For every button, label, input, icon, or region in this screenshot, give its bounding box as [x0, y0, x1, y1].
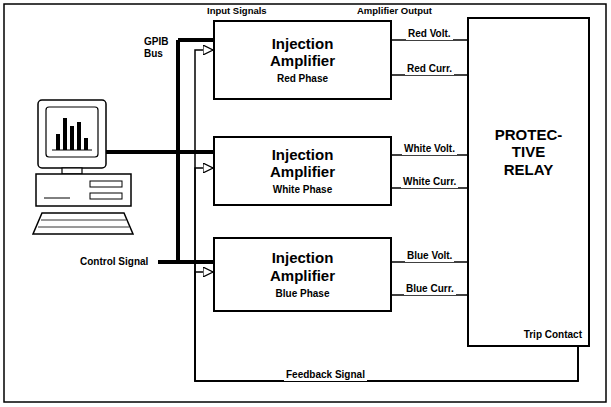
- bus-line: [176, 40, 180, 262]
- phase-label: White Phase: [273, 184, 332, 196]
- key-row: [41, 220, 126, 221]
- bus-line: [158, 260, 213, 264]
- amplifier-box: Injection AmplifierRed Phase: [213, 20, 392, 100]
- outer-frame: [4, 4, 606, 402]
- monitor-stand: [62, 168, 82, 174]
- key-row: [38, 227, 129, 228]
- relay-box: PROTEC- TIVE RELAY Trip Contact: [467, 17, 590, 347]
- chart-bar: [77, 122, 81, 150]
- annotation-label: Control Signal: [78, 256, 150, 268]
- keyboard: [33, 213, 133, 234]
- signal-label: White Curr.: [401, 176, 458, 188]
- amplifier-title: Injection Amplifier: [270, 35, 335, 70]
- amplifier-box: Injection AmplifierWhite Phase: [213, 136, 392, 206]
- chart-bar: [70, 126, 74, 150]
- amplifier-box: Injection AmplifierBlue Phase: [213, 237, 392, 312]
- gpib-bus: [106, 40, 213, 262]
- amplifier-title: Injection Amplifier: [270, 146, 335, 181]
- signal-label: Blue Volt.: [405, 250, 454, 262]
- signal-label: Blue Curr.: [404, 283, 456, 295]
- disk-slot: [90, 181, 122, 187]
- bus-line: [178, 38, 213, 42]
- monitor: [38, 100, 106, 168]
- amplifier-title: Injection Amplifier: [270, 249, 335, 284]
- chart-bar: [84, 138, 88, 150]
- signal-label: Red Volt.: [406, 28, 453, 40]
- phase-label: Blue Phase: [276, 288, 330, 300]
- chart-axis: [52, 150, 92, 151]
- phase-label: Red Phase: [277, 73, 328, 85]
- system-unit: [36, 174, 131, 206]
- relay-title: PROTEC- TIVE RELAY: [495, 126, 563, 178]
- annotation-label: Amplifier Output: [355, 6, 434, 17]
- screen: [46, 107, 98, 157]
- computer-icon: [33, 100, 133, 234]
- annotation-label: GPIB Bus: [142, 36, 170, 59]
- chart-bar: [56, 134, 60, 150]
- annotation-label: Input Signals: [205, 6, 269, 17]
- signal-label: Red Curr.: [405, 63, 454, 75]
- bus-line: [106, 150, 213, 154]
- panel-line: [44, 198, 70, 199]
- signal-label: White Volt.: [402, 143, 457, 155]
- contact-label: Trip Contact: [524, 329, 582, 341]
- signal-label: Feedback Signal: [284, 369, 367, 381]
- disk-slot: [90, 193, 122, 199]
- chart-bar: [63, 118, 67, 150]
